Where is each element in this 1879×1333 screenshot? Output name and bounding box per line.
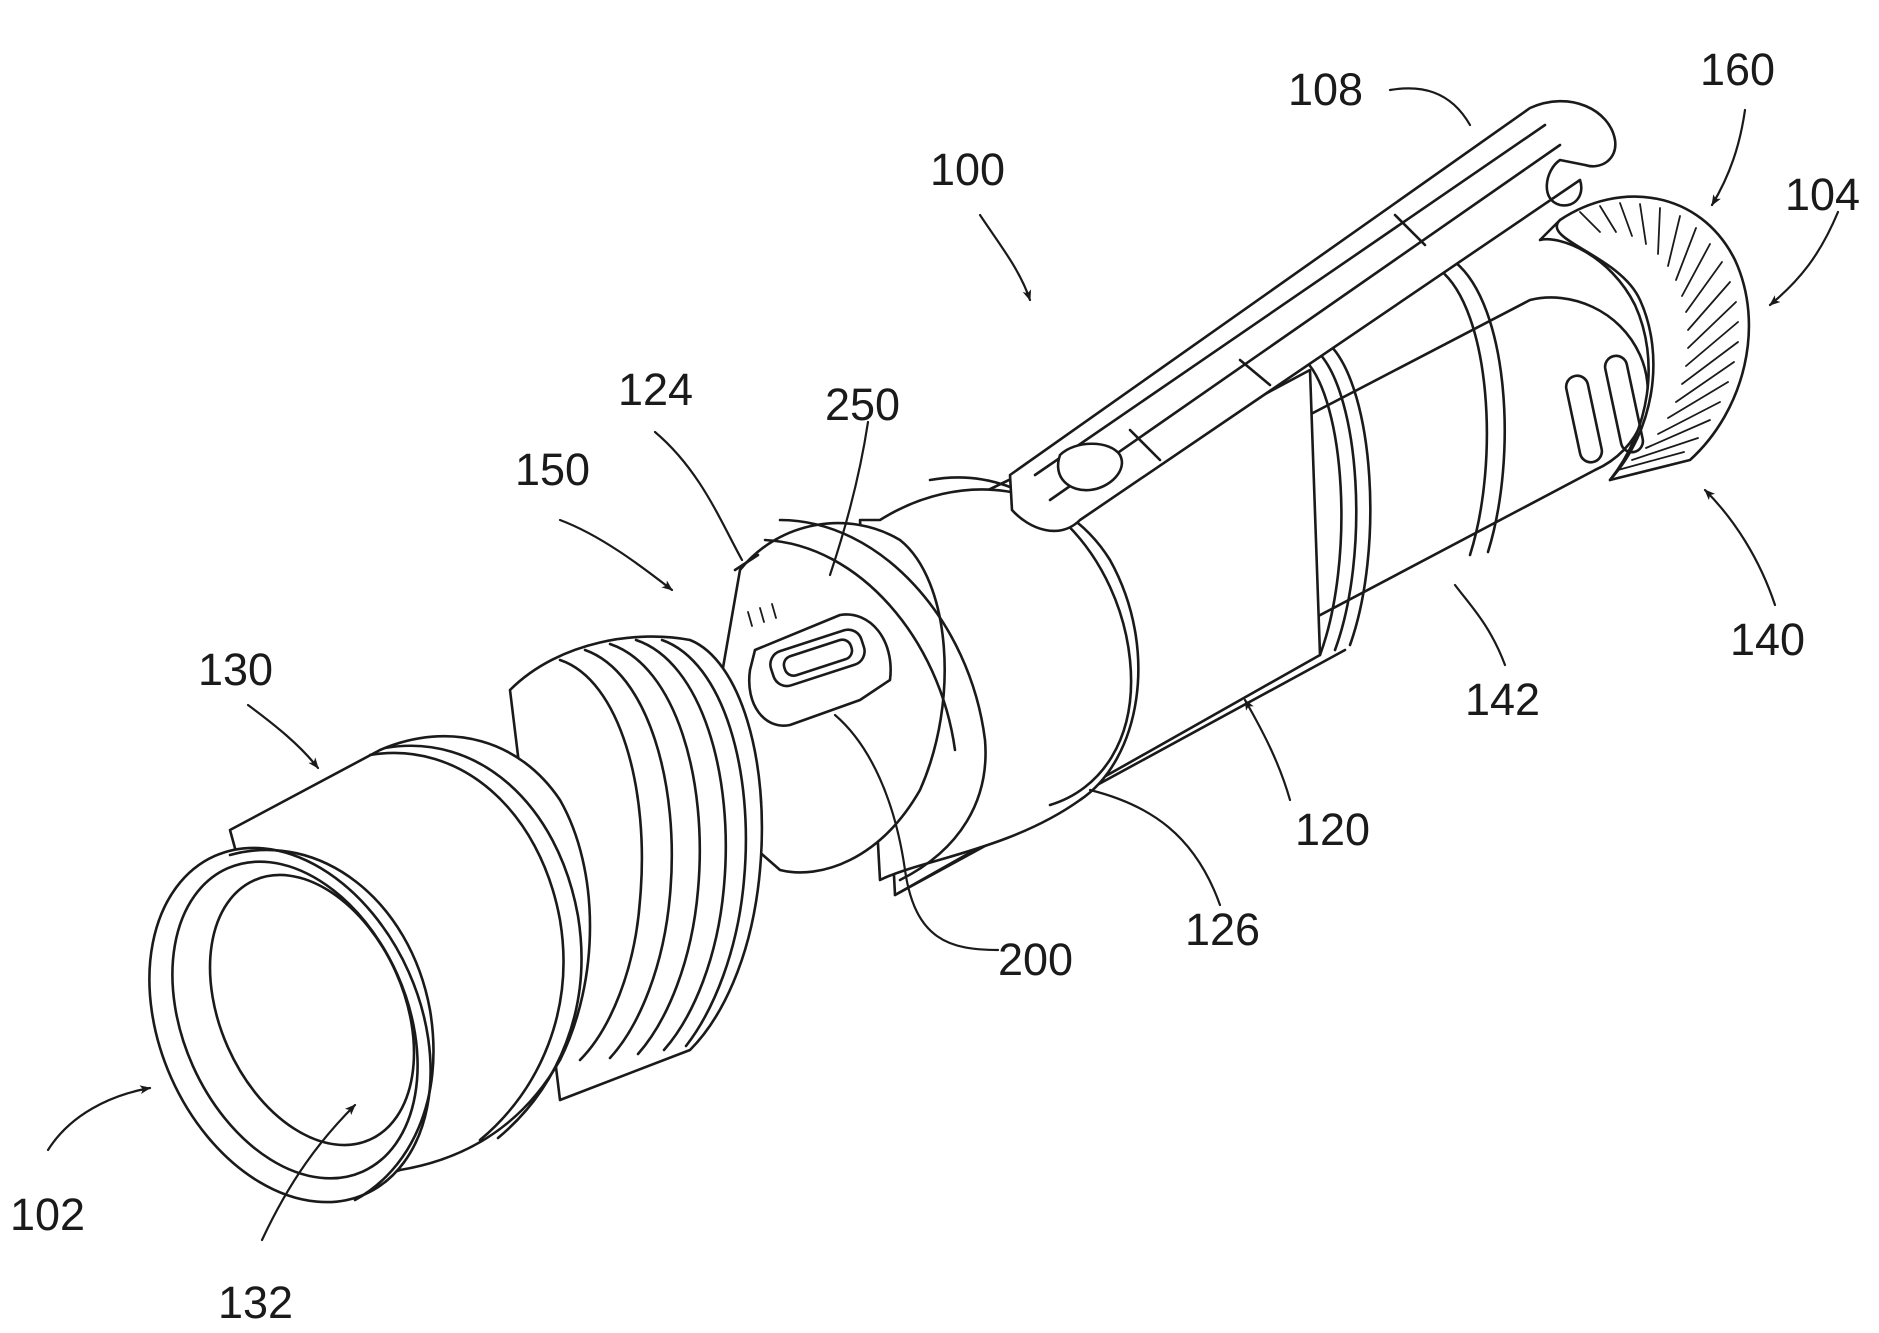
label-108: 108 [1288, 64, 1363, 115]
label-132: 132 [218, 1277, 293, 1328]
label-140: 140 [1730, 614, 1805, 665]
label-160: 160 [1700, 44, 1775, 95]
label-126: 126 [1185, 904, 1260, 955]
label-142: 142 [1465, 674, 1540, 725]
label-200: 200 [998, 934, 1073, 985]
label-102: 102 [10, 1189, 85, 1240]
label-124: 124 [618, 364, 693, 415]
label-104: 104 [1785, 169, 1860, 220]
label-250: 250 [825, 379, 900, 430]
label-100: 100 [930, 144, 1005, 195]
label-150: 150 [515, 444, 590, 495]
label-130: 130 [198, 644, 273, 695]
label-120: 120 [1295, 804, 1370, 855]
